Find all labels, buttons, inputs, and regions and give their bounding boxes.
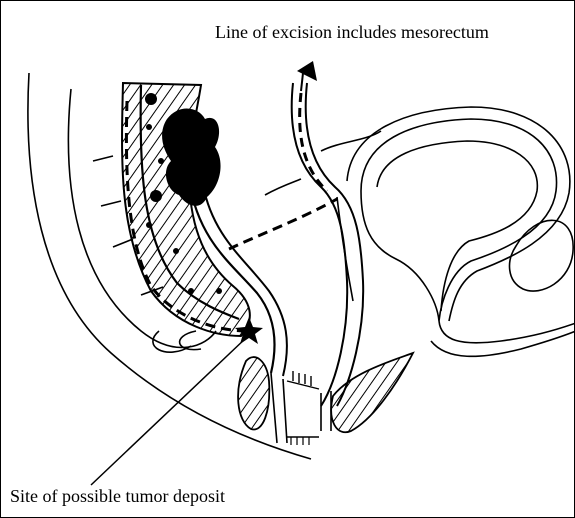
excision-connecting-line (229, 199, 337, 249)
bladder-outline (321, 107, 575, 356)
tumor-deposit-leader (91, 337, 247, 485)
excision-line-label: Line of excision includes mesorectum (215, 23, 489, 41)
excision-arrowhead (297, 61, 317, 81)
vessel (265, 83, 363, 406)
tumor-deposit-label: Site of possible tumor deposit (10, 487, 225, 505)
